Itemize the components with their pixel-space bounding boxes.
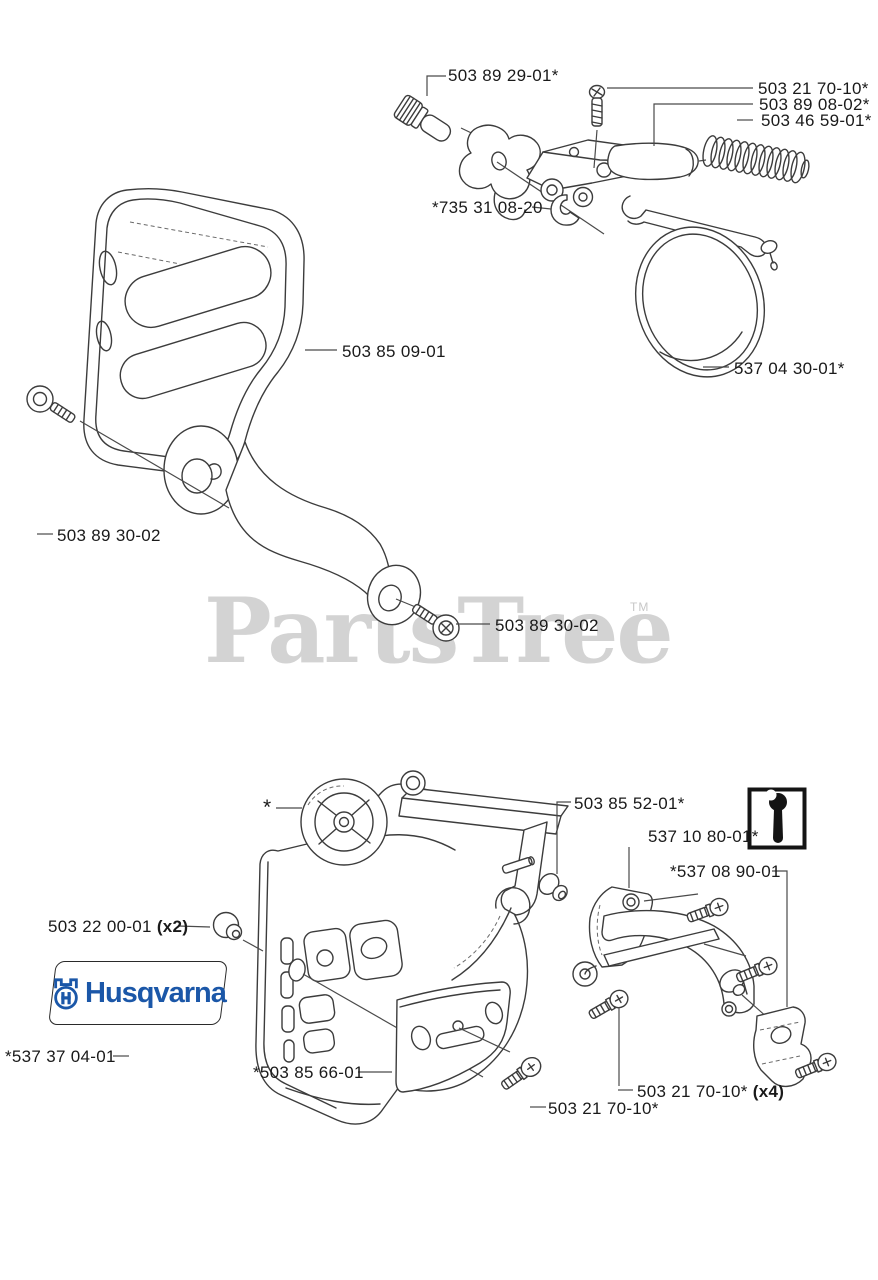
brake-band-drawing bbox=[621, 195, 778, 378]
husqvarna-logo: Husqvarna bbox=[50, 975, 226, 1011]
husqvarna-decal: Husqvarna bbox=[48, 961, 228, 1025]
callout-cover-asterisk: * bbox=[263, 796, 272, 819]
guard-screw-left-drawing bbox=[26, 385, 76, 423]
callout-leaders bbox=[37, 75, 788, 1108]
sprocket-wheel-drawing bbox=[300, 778, 388, 866]
callout-guard-screw-bottom: 503 89 30-02 bbox=[495, 616, 599, 635]
husqvarna-crown-icon bbox=[54, 978, 78, 1010]
trademark-symbol: TM bbox=[630, 600, 650, 614]
callout-bushing-qty: (x2) bbox=[156, 917, 189, 936]
hand-guard-drawing bbox=[79, 187, 422, 626]
guard-screw-bottom-drawing bbox=[395, 598, 460, 642]
piston-rod-drawing bbox=[607, 142, 707, 181]
callout-brake-bracket: *537 08 90-01 bbox=[670, 862, 781, 881]
small-screw-top-drawing bbox=[588, 84, 606, 169]
wrench-icon bbox=[765, 789, 787, 843]
callout-brake-band: 537 04 30-01* bbox=[734, 359, 845, 378]
cover-screw-2 bbox=[735, 956, 778, 983]
bushing-drawing bbox=[212, 911, 264, 952]
callout-cover-screws: 503 21 70-10* (x4) bbox=[637, 1082, 784, 1102]
callout-lock-clip: *735 31 08-20 bbox=[432, 198, 543, 217]
callout-guide-plate: *503 85 66-01 bbox=[253, 1063, 364, 1082]
callout-guard-screw-left: 503 89 30-02 bbox=[57, 526, 161, 545]
callout-cover-screws-qty: (x4) bbox=[752, 1082, 785, 1101]
plate-screw-drawing bbox=[501, 1056, 542, 1090]
cover-screw-1 bbox=[686, 897, 729, 923]
callout-bushing: 503 22 00-01 (x2) bbox=[48, 917, 188, 937]
tool-box bbox=[747, 787, 807, 850]
callout-top-screw: 503 21 70-10* bbox=[758, 79, 869, 98]
callout-bar-stud: 503 85 52-01* bbox=[574, 794, 685, 813]
husqvarna-wordmark: Husqvarna bbox=[85, 976, 226, 1009]
callout-bushing-number: 503 22 00-01 bbox=[48, 917, 152, 936]
callout-hand-guard: 503 85 09-01 bbox=[342, 342, 446, 361]
lock-clip-drawing bbox=[550, 194, 580, 226]
callout-knob-pin: 503 89 29-01* bbox=[448, 66, 559, 85]
knob-pin-drawing bbox=[393, 94, 510, 152]
callout-piston: 503 89 08-02* bbox=[759, 95, 870, 114]
guide-plate-drawing bbox=[395, 981, 511, 1093]
callout-cover-screws-number: 503 21 70-10* bbox=[637, 1082, 748, 1101]
bar-stud-drawing bbox=[501, 856, 568, 902]
cover-screw-3 bbox=[794, 1052, 837, 1079]
callout-plate-screw: 503 21 70-10* bbox=[548, 1099, 659, 1118]
callout-spring: 503 46 59-01* bbox=[761, 111, 872, 130]
brake-arm-drawing bbox=[601, 893, 805, 1051]
spring-drawing bbox=[702, 135, 810, 184]
callout-tool-wrench: 537 10 80-01* bbox=[648, 827, 759, 846]
callout-decal: *537 37 04-01 bbox=[5, 1047, 116, 1066]
cover-screw-4 bbox=[588, 989, 629, 1019]
